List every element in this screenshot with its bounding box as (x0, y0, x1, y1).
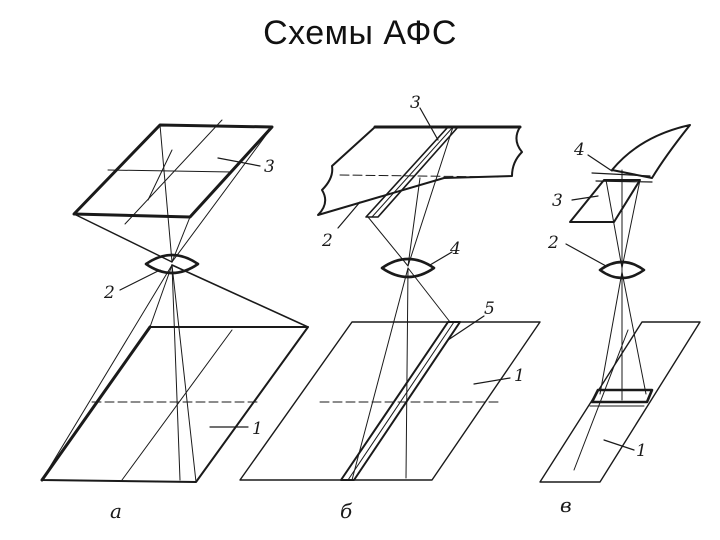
scheme-a-terrain-axis (121, 329, 233, 481)
scheme-c-ray (621, 179, 641, 269)
scheme-c-terrain-axis (573, 329, 629, 471)
scheme-c-label-terrain: 1 (636, 441, 647, 461)
scheme-b-ray (407, 177, 421, 267)
scheme-b-terrain-frame (239, 321, 541, 481)
scheme-a-film-axis (147, 149, 173, 201)
scheme-b-label-terrain: 1 (514, 366, 525, 386)
scheme-b-label-film-area: 2 (321, 231, 333, 251)
scheme-a-optical-axis (171, 264, 181, 481)
scheme-a-leader-3 (217, 157, 261, 167)
scheme-a-ray (171, 264, 309, 328)
scheme-c-lens (598, 260, 646, 280)
scheme-b-ray (407, 126, 454, 267)
scheme-c-leader-2 (565, 243, 607, 267)
scheme-c (539, 124, 701, 483)
slide-title: Схемы АФС (263, 14, 457, 52)
scheme-a-ray (171, 264, 197, 483)
scheme-b-ray (351, 267, 409, 481)
scheme-c-terrain-strip (590, 388, 654, 404)
scheme-a-label-lens: 2 (103, 283, 115, 303)
scheme-a-ray (159, 124, 173, 263)
scheme-b-leader-4 (429, 251, 453, 266)
scheme-a-ray (171, 126, 273, 263)
scheme-c-leader-1 (603, 439, 635, 451)
scheme-c-slit-frame (569, 179, 641, 223)
scheme-a-ray (41, 264, 173, 481)
scheme-b-terrain-strip-center (347, 321, 455, 481)
scheme-b-film-axis (339, 174, 499, 178)
scheme-c-film-line (591, 172, 651, 177)
scheme-c-film-line (595, 180, 653, 183)
scheme-c-ray (621, 271, 647, 395)
scheme-a-ray (149, 264, 173, 328)
scheme-b-ray (407, 267, 451, 323)
scheme-a-leader-2 (119, 269, 161, 291)
scheme-c-leader-4 (587, 154, 613, 172)
scheme-c-caption: в (560, 493, 572, 517)
scheme-b-label-lens: 4 (449, 239, 461, 259)
scheme-c-label-slit: 3 (552, 191, 563, 211)
scheme-a-film-axis (107, 169, 233, 173)
scheme-b-leader-1 (473, 377, 511, 385)
scheme-a (40, 119, 309, 483)
scheme-b-leader-5 (447, 315, 485, 341)
scheme-b-ray (367, 216, 409, 267)
scheme-c-curved-film (611, 124, 691, 179)
scheme-a-terrain-edge (40, 325, 152, 482)
scheme-c-ray (599, 271, 623, 395)
scheme-c-terrain-frame (539, 321, 701, 483)
scheme-b-leader-3 (419, 107, 439, 141)
scheme-b-label-strip: 5 (484, 299, 495, 319)
scheme-a-caption: а (110, 499, 122, 523)
scheme-c-label-film: 4 (573, 140, 585, 160)
scheme-a-film-axis (124, 119, 223, 225)
scheme-a-ray (73, 213, 173, 263)
scheme-c-ray (605, 179, 623, 269)
scheme-c-label-lens: 2 (547, 233, 559, 253)
scheme-c-leader-3 (571, 195, 599, 201)
labels: 3 2 1 а 3 2 4 5 1 б 4 3 2 1 в (103, 93, 647, 523)
scheme-b-caption: б (340, 499, 353, 523)
scheme-b-leader-2 (337, 201, 361, 229)
scheme-b-film-slit (365, 126, 459, 218)
scheme-b-film-area (317, 126, 523, 216)
scheme-a-label-terrain: 1 (252, 419, 263, 439)
scheme-b-terrain-strip (340, 321, 461, 481)
scheme-b (239, 107, 541, 481)
scheme-b-lens (380, 257, 436, 279)
scheme-a-lens (144, 253, 200, 275)
scheme-a-label-film: 3 (264, 157, 275, 177)
scheme-b-optical-axis (405, 267, 409, 479)
scheme-b-label-film: 3 (410, 93, 421, 113)
scheme-b-film-slit-center (371, 126, 454, 218)
